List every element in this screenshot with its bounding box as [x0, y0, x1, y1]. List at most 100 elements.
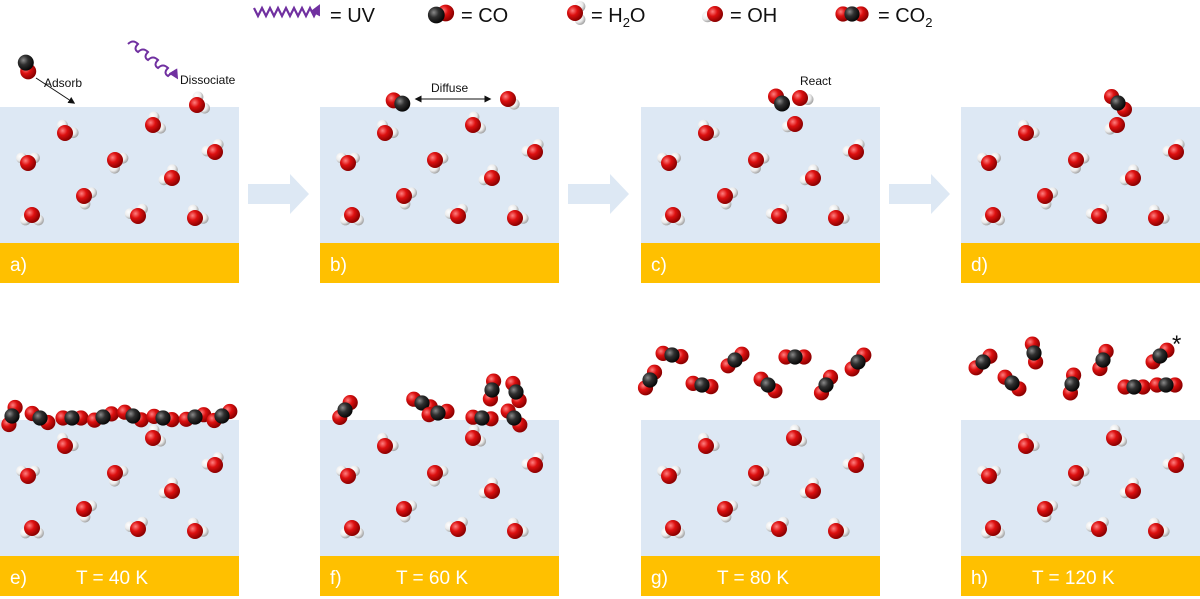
water-molecule	[1162, 139, 1185, 160]
co2-molecule	[720, 346, 750, 374]
co-molecule	[427, 4, 455, 24]
co2-molecule	[332, 395, 358, 425]
co-molecule-icon	[427, 4, 455, 24]
water-molecule	[1106, 424, 1127, 447]
panel-label: h)	[971, 568, 988, 589]
co-molecule	[385, 92, 411, 112]
panel-c: c)	[641, 107, 880, 283]
co2-molecule	[968, 348, 998, 376]
water-molecule	[786, 424, 807, 447]
co2-molecule	[1104, 89, 1132, 117]
legend-co2-label: = CO2	[878, 5, 932, 30]
water-molecule	[1085, 203, 1109, 224]
water-molecule	[661, 520, 685, 539]
legend: = UV = CO = H2O = OH = CO2	[253, 1, 932, 30]
panel-label: c)	[651, 255, 667, 276]
water-molecule	[842, 452, 865, 473]
panel-temperature: T = 120 K	[1032, 568, 1115, 589]
hydroxyl-molecule	[1104, 117, 1125, 135]
water-molecule	[1037, 500, 1058, 523]
co2-molecule	[55, 410, 89, 426]
water-molecule	[444, 516, 468, 537]
uv-wave-icon	[253, 4, 320, 19]
step-arrow-a-to-b	[248, 174, 309, 214]
water-molecule	[107, 465, 129, 487]
water-molecule-icon	[567, 1, 586, 25]
water-molecule	[521, 452, 544, 473]
diffuse-label: Diffuse	[431, 81, 468, 95]
annotations: Adsorb Dissociate Diffuse React *	[35, 40, 1181, 358]
asterisk-label: *	[1172, 331, 1181, 358]
substrate	[641, 556, 880, 596]
water-molecule	[657, 152, 681, 171]
panel-label: b)	[330, 255, 347, 276]
co2-molecule	[86, 406, 120, 428]
co2-molecule	[844, 347, 872, 377]
step-arrow-b-to-c	[568, 174, 629, 214]
water-molecule	[20, 207, 44, 226]
panel-a: a)	[0, 107, 239, 283]
molecules-layer	[1, 54, 1185, 539]
water-molecule	[145, 111, 167, 134]
water-molecule	[158, 477, 180, 499]
substrate	[0, 243, 239, 283]
co2-molecule	[117, 404, 149, 428]
water-molecule	[981, 520, 1005, 539]
react-label: React	[800, 74, 832, 88]
panel-label: e)	[10, 568, 27, 589]
co2-molecule	[835, 6, 869, 22]
water-molecule	[698, 119, 720, 141]
adsorb-arrow	[35, 77, 76, 104]
water-molecule	[340, 207, 364, 226]
water-molecule	[828, 204, 850, 226]
water-molecule	[76, 187, 97, 210]
co2-molecule	[997, 369, 1027, 397]
substrate	[641, 243, 880, 283]
co2-molecule	[685, 375, 719, 395]
water-molecule	[1018, 119, 1040, 141]
co2-molecule	[1, 399, 23, 433]
co2-molecule	[1145, 342, 1175, 370]
water-molecule	[158, 164, 180, 186]
panel-f: f) T = 60 K	[320, 420, 559, 596]
water-molecule	[465, 424, 486, 447]
water-molecule	[145, 424, 167, 447]
water-molecule	[189, 91, 211, 114]
water-molecule	[507, 517, 529, 539]
water-molecule	[444, 203, 468, 224]
water-molecule	[661, 207, 685, 226]
legend-h2o-label: = H2O	[591, 5, 645, 30]
water-molecule	[1148, 204, 1170, 226]
panel-label: d)	[971, 255, 988, 276]
water-molecule	[748, 465, 770, 487]
water-molecule	[1068, 152, 1090, 174]
step-arrow-c-to-d	[889, 174, 950, 214]
substrate	[320, 556, 559, 596]
water-molecule	[76, 500, 97, 523]
water-molecule	[478, 477, 500, 499]
co2-molecule	[813, 369, 839, 401]
water-molecule	[698, 432, 720, 454]
water-molecule	[981, 207, 1005, 226]
water-molecule	[57, 119, 79, 141]
water-molecule	[465, 111, 486, 134]
water-molecule	[1068, 465, 1090, 487]
water-molecule	[340, 520, 364, 539]
water-molecule	[336, 465, 360, 484]
water-molecule	[427, 152, 449, 174]
water-molecule	[717, 500, 738, 523]
water-molecule	[20, 520, 44, 539]
hydroxyl-molecule	[500, 91, 520, 110]
co2-molecule	[1149, 377, 1183, 393]
co2-molecule	[500, 403, 528, 433]
water-molecule	[1085, 516, 1109, 537]
water-molecule	[478, 164, 500, 186]
water-molecule	[799, 477, 821, 499]
substrate	[320, 243, 559, 283]
water-molecule	[1119, 477, 1141, 499]
water-molecule	[336, 152, 360, 171]
water-molecule	[107, 152, 129, 174]
co-molecule	[17, 54, 37, 80]
co2-molecule	[178, 407, 212, 427]
